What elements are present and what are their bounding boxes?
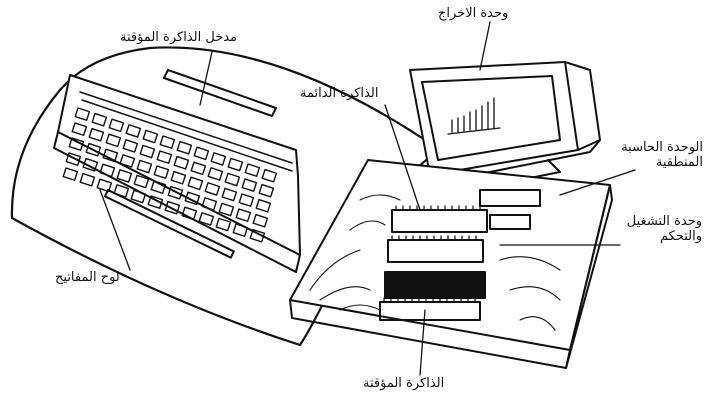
label-keyboard: لوح المفاتيح	[55, 270, 120, 285]
label-alu-line1: الوحدة الحاسبة	[605, 140, 703, 155]
label-cache-input: مدخل الذاكرة المؤقتة	[120, 30, 237, 45]
label-alu: الوحدة الحاسبة المنطقية	[605, 140, 703, 170]
label-control-line1: وحدة التشغيل	[612, 214, 702, 229]
label-output-unit: وحدة الاخراج	[438, 6, 508, 21]
label-control-unit: وحدة التشغيل والتحكم	[612, 214, 702, 244]
label-control-line2: والتحكم	[612, 229, 702, 244]
keyboard-illustration	[54, 70, 300, 272]
label-temp-memory: الذاكرة المؤقتة	[363, 376, 444, 391]
label-alu-line2: المنطقية	[605, 155, 703, 170]
label-permanent-memory: الذاكرة الدائمة	[300, 86, 378, 101]
circuit-board-illustration	[290, 160, 612, 368]
